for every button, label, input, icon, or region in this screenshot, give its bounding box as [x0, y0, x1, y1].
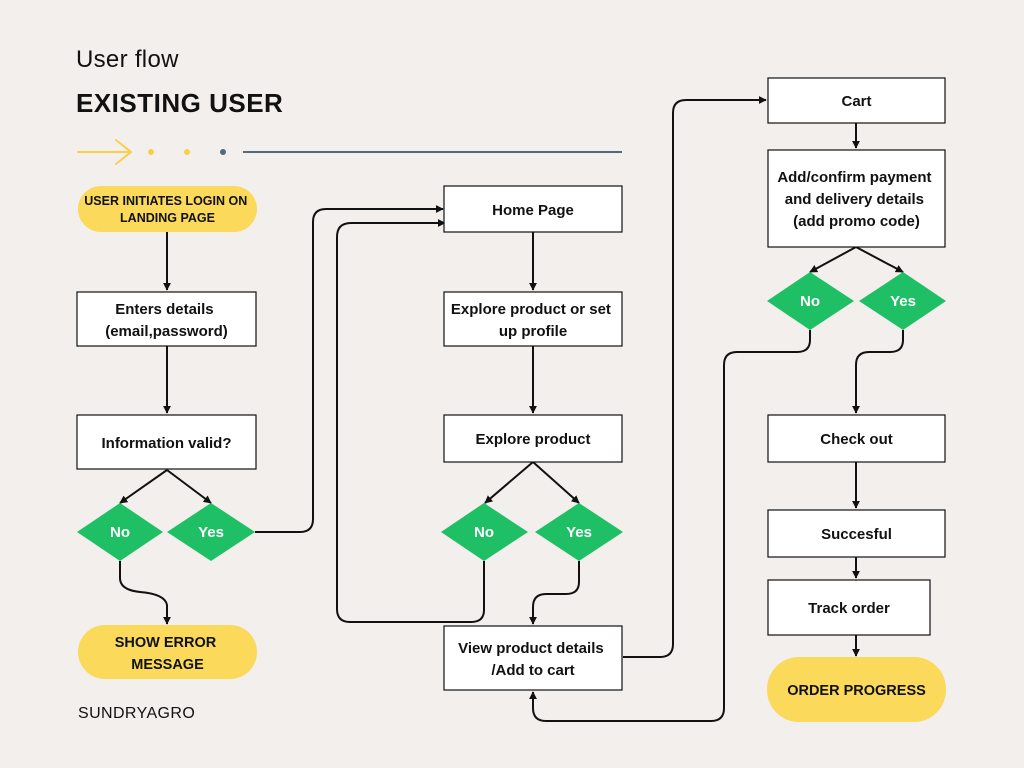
svg-text:ORDER PROGRESS: ORDER PROGRESS: [787, 683, 926, 699]
decision-yes-label: Yes: [198, 524, 224, 541]
svg-text:Check out: Check out: [820, 431, 893, 448]
payment-text: (add promo code): [793, 213, 920, 230]
view-product-text: View product details: [458, 640, 604, 657]
cart-text: Cart: [841, 93, 871, 110]
check-out-box: [767, 414, 946, 463]
explore-or-profile-box: [443, 291, 623, 347]
decision-no-label: No: [110, 524, 130, 541]
decision-no-label: No: [800, 293, 820, 310]
svg-text:Enters details (email,pa: Enters details (email,password): [105, 301, 228, 340]
explore-product-text: Explore product: [475, 431, 590, 448]
header-decoration: [77, 139, 622, 165]
connector: [809, 246, 857, 273]
svg-text:View product details /Ad: View product details /Add to cart: [458, 640, 608, 679]
connectors: [119, 96, 904, 722]
decision-yes-diamond: [535, 503, 623, 561]
successful-box: [767, 509, 946, 558]
enter-details-text: (email,password): [105, 323, 228, 340]
svg-text:SHOW ERROR MESSAGE: SHOW ERROR MESSAGE: [115, 635, 221, 673]
svg-text:Home Page: Home Page: [492, 202, 574, 219]
decision-yes-label: Yes: [566, 524, 592, 541]
enter-details-box: [76, 291, 257, 347]
decision-no-label: No: [474, 524, 494, 541]
explore-or-profile-text: Explore product or set: [451, 301, 611, 318]
connector: [529, 330, 811, 722]
svg-text:Explore product or set u: Explore product or set up profile: [451, 301, 615, 340]
deco-dot: [220, 149, 226, 155]
connector: [119, 561, 171, 625]
deco-arrow-icon: [77, 139, 132, 165]
connector: [255, 205, 444, 533]
explore-product-box: [443, 414, 623, 463]
home-page-text: Home Page: [492, 202, 574, 219]
connector: [484, 461, 534, 504]
svg-text:Add/confirm payment and: Add/confirm payment and delivery details…: [777, 169, 935, 230]
deco-dot: [148, 149, 154, 155]
connector: [336, 219, 485, 623]
brand-name: SUNDRYAGRO: [78, 705, 196, 722]
connector: [119, 469, 168, 504]
home-page-box: [443, 185, 623, 233]
successful-text: Succesful: [821, 526, 892, 543]
enter-details-text: Enters details: [115, 301, 213, 318]
decision-yes-diamond: [859, 272, 946, 330]
decision-no-diamond: [767, 272, 854, 330]
deco-dot: [184, 149, 190, 155]
payment-text: Add/confirm payment: [777, 169, 931, 186]
connector: [852, 330, 904, 414]
payment-text: and delivery details: [785, 191, 924, 208]
flow-subtitle: User flow: [76, 46, 179, 73]
connector: [623, 96, 767, 658]
svg-text:Succesful: Succesful: [821, 526, 892, 543]
svg-text:Cart: Cart: [841, 93, 871, 110]
show-error-text: SHOW ERROR: [115, 635, 217, 651]
track-order-box: [767, 579, 931, 636]
connector: [532, 461, 580, 504]
connector: [166, 469, 212, 504]
explore-or-profile-text: up profile: [499, 323, 567, 340]
check-out-text: Check out: [820, 431, 893, 448]
flow-title: EXISTING USER: [76, 88, 284, 118]
svg-text:Information valid?: Information valid?: [101, 435, 231, 452]
show-error-pill: [78, 625, 257, 679]
decision-yes-diamond: [167, 503, 255, 561]
view-product-box: [443, 625, 623, 691]
login-pill: [78, 186, 257, 232]
svg-text:USER INITIATES LOGIN ON: USER INITIATES LOGIN ON LANDING PAGE: [84, 194, 250, 225]
order-progress-pill: [767, 657, 946, 722]
decision-no-diamond: [77, 503, 163, 561]
payment-box: [767, 149, 946, 248]
connector: [855, 246, 904, 273]
decision-no-diamond: [441, 503, 528, 561]
decision-yes-label: Yes: [890, 293, 916, 310]
svg-text:Track order: Track order: [808, 600, 890, 617]
view-product-text: /Add to cart: [491, 662, 574, 679]
login-text: LANDING PAGE: [120, 211, 215, 225]
order-progress-text: ORDER PROGRESS: [787, 683, 926, 699]
info-valid-box: [76, 414, 257, 470]
show-error-text: MESSAGE: [131, 657, 204, 673]
svg-text:Explore product: Explore product: [475, 431, 590, 448]
cart-box: [767, 77, 946, 124]
track-order-text: Track order: [808, 600, 890, 617]
info-valid-text: Information valid?: [101, 435, 231, 452]
connector: [529, 561, 580, 625]
login-text: USER INITIATES LOGIN ON: [84, 194, 247, 208]
